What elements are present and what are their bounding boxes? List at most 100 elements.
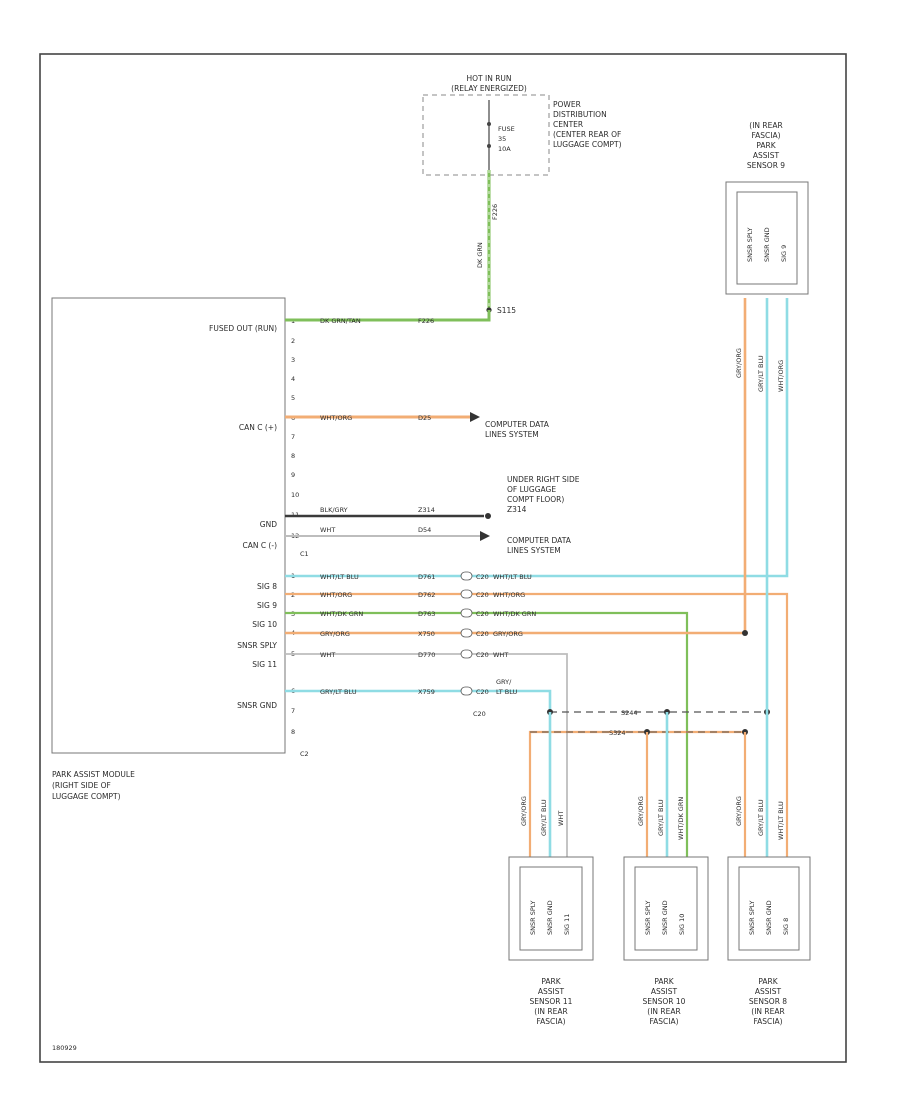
sensor10-pin-gnd: SNSR GND xyxy=(661,900,669,935)
inline-wire-6b: LT BLU xyxy=(496,688,518,696)
sensor9-title-5: SENSOR 9 xyxy=(747,161,785,170)
wire-c1-pin6-circuit: D25 xyxy=(418,414,431,422)
ground-note-4: Z314 xyxy=(507,505,527,514)
wire-c2-pin3-circuit: D763 xyxy=(418,610,435,618)
power-distribution-center: HOT IN RUN (RELAY ENERGIZED) FUSE 35 10A… xyxy=(422,74,622,176)
arrow-data-link-1 xyxy=(470,412,480,422)
sensor11-label-2: ASSIST xyxy=(538,987,565,996)
pdc-dashed-box xyxy=(422,94,550,176)
sensor9-title-3: PARK xyxy=(756,141,776,150)
sensor9-pin-sig: SIG 9 xyxy=(780,245,788,262)
inline-wire-2: WHT/ORG xyxy=(493,591,525,599)
pam-can-h: CAN C (+) xyxy=(239,423,277,432)
sensor10-label-2: ASSIST xyxy=(651,987,678,996)
sensor8-label-1: PARK xyxy=(758,977,778,986)
pam-sig8: SIG 8 xyxy=(257,582,277,591)
sensor11-label-4: (IN REAR xyxy=(534,1007,567,1016)
sensor8-pin-gnd: SNSR GND xyxy=(765,900,773,935)
sensor-10: SNSR SPLY SNSR GND SIG 10 GRY/ORG GRY/LT… xyxy=(623,712,709,1026)
wire-c1-pin12-color: WHT xyxy=(320,526,335,534)
wire-c2-pin2-color: WHT/ORG xyxy=(320,591,352,599)
wire-c2-pin5-circuit: D770 xyxy=(418,651,435,659)
wire-c2-pin1-color: WHT/LT BLU xyxy=(320,573,359,581)
fuse-label-1: FUSE xyxy=(498,125,515,133)
fuse-block-title-2: (RELAY ENERGIZED) xyxy=(451,84,527,93)
wire-c2-pin4-color: GRY/ORG xyxy=(320,630,350,638)
c20-cavity: C20 xyxy=(460,686,489,696)
data-link-2-label-2: LINES SYSTEM xyxy=(507,546,561,555)
pam-sig9: SIG 9 xyxy=(257,601,277,610)
pam-snsr-sply: SNSR SPLY xyxy=(237,641,277,650)
ground-z314-dot xyxy=(485,513,491,519)
c1-pin: 3 xyxy=(291,356,295,364)
sensor10-inner xyxy=(634,866,698,951)
sensor10-label-3: SENSOR 10 xyxy=(643,997,686,1006)
figure-id: 180929 xyxy=(52,1044,77,1052)
sensor10-label-5: FASCIA) xyxy=(649,1017,678,1026)
fuse-feed-wire-color: DK GRN xyxy=(476,242,484,268)
pdc-label-1: POWER xyxy=(553,100,581,109)
connector-c2-pins: 1 2 3 4 5 6 7 8 C2 xyxy=(291,572,309,758)
arrow-data-link-2 xyxy=(480,531,490,541)
sensor8-outer xyxy=(727,856,811,961)
svg-text:C20: C20 xyxy=(476,630,489,638)
wire-c2-pin3: WHT/DK GRN D763 WHT/DK GRN xyxy=(285,610,689,857)
pdc-label-5: LUGGAGE COMPT) xyxy=(553,140,622,149)
diagram-frame xyxy=(39,53,847,1063)
sensor11-label-5: FASCIA) xyxy=(536,1017,565,1026)
pam-label-2: (RIGHT SIDE OF xyxy=(52,781,111,790)
inline-wire-1: WHT/LT BLU xyxy=(493,573,532,581)
sensor9-title-1: (IN REAR xyxy=(749,121,782,130)
c1-pin: 2 xyxy=(291,337,295,345)
fuse-terminal-top xyxy=(487,122,491,126)
c1-pin: 5 xyxy=(291,394,295,402)
c1-pin: 8 xyxy=(291,452,295,460)
data-link-2-label-1: COMPUTER DATA xyxy=(507,536,572,545)
sensor8-label-4: (IN REAR xyxy=(751,1007,784,1016)
pam-sig11: SIG 11 xyxy=(252,660,277,669)
connector-c2-label: C2 xyxy=(300,750,309,758)
wire-c1-pin6: WHT/ORG D25 COMPUTER DATA LINES SYSTEM xyxy=(285,412,550,439)
pdc-label-3: CENTER xyxy=(553,120,583,129)
sensor10-wire-c: WHT/DK GRN xyxy=(677,797,685,840)
connector-c1-pins: 1 2 3 4 5 6 7 8 9 10 11 12 C1 xyxy=(291,317,309,558)
data-link-1-label-1: COMPUTER DATA xyxy=(485,420,550,429)
wire-c2-pin1: WHT/LT BLU D761 WHT/LT BLU xyxy=(285,298,789,581)
wire-c1-pin1: DK GRN/TAN F226 xyxy=(285,310,491,325)
wire-c1-pin11-circuit: Z314 xyxy=(418,506,435,514)
wire-c2-pin2: WHT/ORG D762 WHT/ORG xyxy=(285,591,789,857)
wire-c2-pin6-circuit: X759 xyxy=(418,688,435,696)
sensor10-label-4: (IN REAR xyxy=(647,1007,680,1016)
wire-c1-pin6-color: WHT/ORG xyxy=(320,414,352,422)
sensor9-pin-sply: SNSR SPLY xyxy=(746,227,754,262)
sensor9-title-4: ASSIST xyxy=(753,151,780,160)
fuse-feed-wire-circuit: F226 xyxy=(491,204,499,220)
c20-connector-label: C20 xyxy=(473,710,486,718)
svg-text:C20: C20 xyxy=(476,610,489,618)
sensor10-wire-b: GRY/LT BLU xyxy=(657,799,665,836)
wire-c1-pin12-circuit: D54 xyxy=(418,526,431,534)
inline-wire-4: GRY/ORG xyxy=(493,630,523,638)
sensor8-label-3: SENSOR 8 xyxy=(749,997,787,1006)
pdc-label-2: DISTRIBUTION xyxy=(553,110,607,119)
sensor9-wire-a: GRY/ORG xyxy=(735,348,743,378)
sensor8-label-5: FASCIA) xyxy=(753,1017,782,1026)
fuse-label-3: 10A xyxy=(498,145,511,153)
wire-c1-pin1-color: DK GRN/TAN xyxy=(320,317,361,325)
sensor9-title-2: FASCIA) xyxy=(751,131,780,140)
c1-pin: 10 xyxy=(291,491,299,499)
sensor11-inner xyxy=(519,866,583,951)
sensor11-label-3: SENSOR 11 xyxy=(530,997,573,1006)
sensor10-wire-a: GRY/ORG xyxy=(637,796,645,826)
sensor9-outer xyxy=(725,181,809,295)
wire-c2-pin5-color: WHT xyxy=(320,651,335,659)
sensor11-label-1: PARK xyxy=(541,977,561,986)
pam-box xyxy=(51,297,286,754)
ground-note-1: UNDER RIGHT SIDE xyxy=(507,475,580,484)
sensor8-wire-b: GRY/LT BLU xyxy=(757,799,765,836)
fuse-block-title-1: HOT IN RUN xyxy=(466,74,511,83)
svg-text:C20: C20 xyxy=(476,651,489,659)
sensor8-wire-c: WHT/LT BLU xyxy=(777,801,785,840)
sensor11-wire-a: GRY/ORG xyxy=(520,796,528,826)
